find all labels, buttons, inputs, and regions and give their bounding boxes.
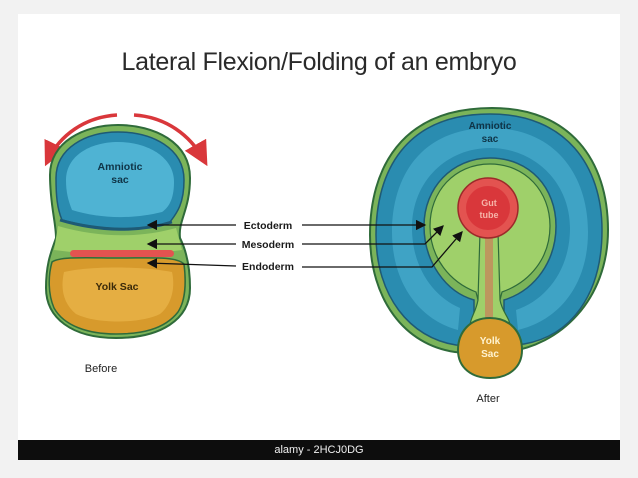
layer-leader-lines [146,219,463,269]
before-label: Before [85,363,117,375]
after-gut-tube-lumen [466,186,510,230]
after-label: After [476,393,500,405]
left-fold-arrow [44,113,118,167]
amniotic-left-line1: Amniotic [98,161,143,173]
endoderm-right-arrow [302,231,463,268]
ectoderm-label: Ectoderm [244,220,292,232]
before-endoderm-layer [70,250,174,257]
mesoderm-right-arrow [302,225,444,245]
yolk-left-label: Yolk Sac [96,281,139,293]
before-yolk-inner [62,267,174,322]
after-endoderm-stalk [485,232,493,318]
diagram-labels: Amniotic sac Yolk Sac Ectoderm Mesoderm … [85,121,512,405]
yolk-right-line1: Yolk [480,336,501,347]
before-amniotic-inner [66,142,174,218]
gut-tube-line2: tube [480,210,499,220]
endoderm-label: Endoderm [242,261,294,273]
right-fold-arrow [133,113,208,167]
gut-tube-line1: Gut [481,198,497,208]
endoderm-left-arrow [146,258,237,269]
mesoderm-label: Mesoderm [242,239,295,251]
watermark-text: alamy - 2HCJ0DG [274,444,364,456]
diagram-title: Lateral Flexion/Folding of an embryo [121,48,517,76]
watermark-bar: alamy - 2HCJ0DG [18,440,620,460]
after-embryo [368,106,610,380]
yolk-right-line2: Sac [481,349,499,360]
amniotic-right-line1: Amniotic [469,121,512,132]
amniotic-left-line2: sac [111,174,129,186]
amniotic-right-line2: sac [482,134,499,145]
before-embryo [44,113,208,340]
after-yolk-sac [456,316,524,380]
